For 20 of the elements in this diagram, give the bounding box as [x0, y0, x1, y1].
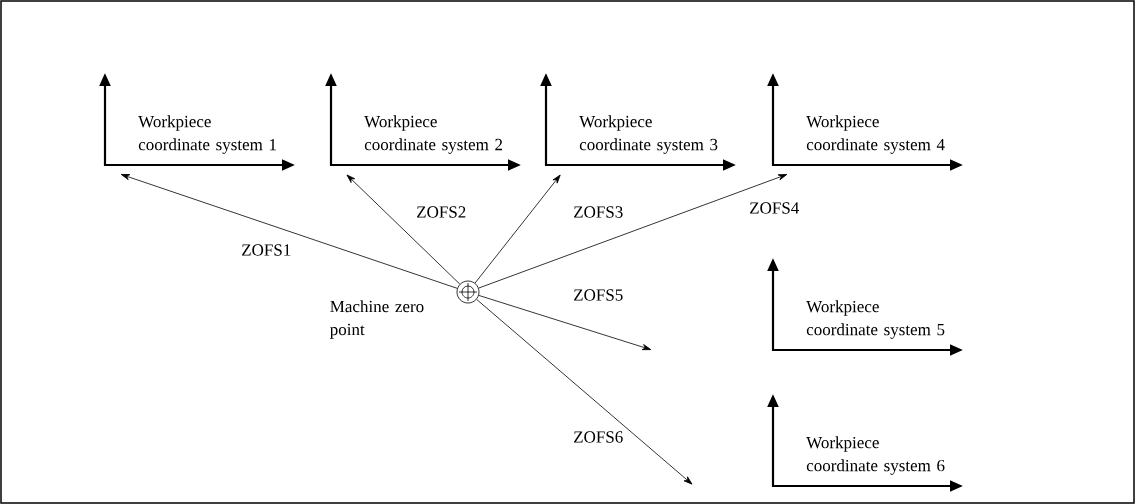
edge-label: ZOFS2 [415, 205, 468, 219]
node-label: Workpiece coordinate system 1 [138, 115, 276, 154]
machine-zero-point: Machine zero point [330, 280, 480, 339]
node-label: Machine zero point [330, 300, 424, 339]
node-label: Workpiece coordinate system 5 [806, 300, 945, 339]
arrow [478, 295, 652, 351]
arrow [476, 299, 693, 485]
node-label: Workpiece coordinate system 6 [806, 436, 945, 475]
arrow [474, 174, 561, 284]
edge-label: ZOFS5 [572, 288, 625, 302]
arrow [478, 174, 788, 289]
arrow [120, 174, 458, 289]
edge-label: ZOFS4 [748, 201, 801, 215]
arrow [346, 174, 461, 285]
node-label: Workpiece coordinate system 3 [579, 115, 718, 154]
node-label: Workpiece coordinate system 2 [364, 115, 503, 154]
node-label: Workpiece coordinate system 4 [806, 115, 945, 154]
edge-label: ZOFS1 [240, 243, 293, 257]
edge-label: ZOFS3 [572, 205, 625, 219]
edge-label: ZOFS6 [572, 430, 625, 444]
